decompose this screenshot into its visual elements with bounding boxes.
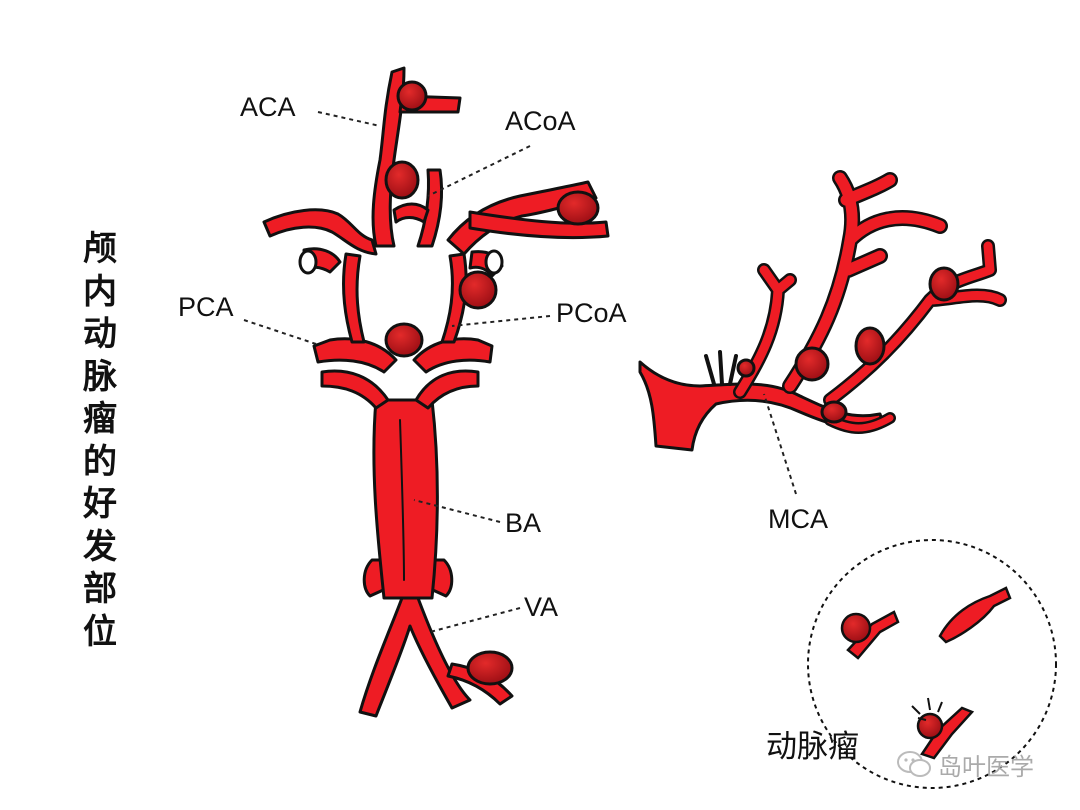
watermark: 岛叶医学 bbox=[896, 746, 1034, 782]
aneurysm-legend bbox=[807, 539, 1057, 789]
mca-leader bbox=[763, 393, 797, 495]
legend-caption: 动脉瘤 bbox=[766, 729, 859, 765]
label-pca: PCA bbox=[178, 292, 234, 322]
acoa-leader bbox=[427, 145, 531, 197]
aca-leader bbox=[317, 111, 381, 127]
wechat-icon bbox=[897, 751, 931, 777]
pcoa-leader bbox=[451, 315, 551, 327]
acoa-aneurysm bbox=[384, 160, 420, 200]
pca-right bbox=[412, 337, 494, 374]
ruptured-aneurysm-example bbox=[911, 697, 975, 760]
leader-lines bbox=[243, 111, 797, 633]
basilar-artery bbox=[372, 398, 439, 600]
label-pcoa: PCoA bbox=[556, 298, 627, 328]
mca-tree bbox=[638, 170, 1007, 452]
label-mca: MCA bbox=[768, 504, 828, 534]
ba-leader bbox=[413, 499, 501, 523]
va-leader bbox=[429, 607, 521, 633]
label-aca: ACA bbox=[240, 92, 296, 122]
label-ba: BA bbox=[505, 508, 542, 538]
basilar-tip-aneurysm bbox=[384, 322, 424, 358]
aca-aneurysm bbox=[396, 80, 428, 112]
label-va: VA bbox=[524, 592, 559, 622]
pca-leader bbox=[243, 319, 317, 345]
watermark-text: 岛叶医学 bbox=[938, 752, 1034, 781]
fusiform-aneurysm-example bbox=[938, 586, 1012, 644]
page-title: 颅内动脉瘤的好发部位 bbox=[83, 229, 117, 652]
va-aneurysm bbox=[466, 650, 514, 686]
saccular-aneurysm-example bbox=[840, 610, 900, 660]
ica-left bbox=[262, 208, 378, 256]
legend-circle bbox=[807, 539, 1057, 789]
mca-bifurcation-aneurysm bbox=[556, 190, 600, 226]
pca-left bbox=[312, 337, 398, 374]
circle-of-willis bbox=[262, 66, 610, 718]
pcoa-aneurysm bbox=[458, 270, 498, 310]
label-acoa: ACoA bbox=[505, 106, 576, 136]
pcoa-left bbox=[342, 252, 366, 344]
mca-trunk bbox=[638, 360, 886, 452]
